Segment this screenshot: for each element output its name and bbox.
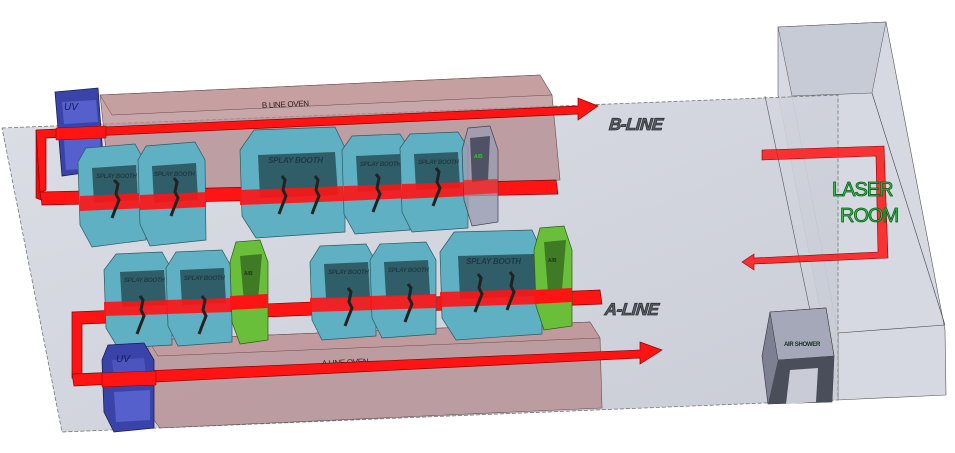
laser-room-label-line2: ROOM bbox=[840, 205, 899, 227]
laser-room-conveyor bbox=[741, 145, 889, 271]
a-line-air-blow-2: A/B bbox=[533, 225, 573, 331]
a-booth-1: SPLAY BOOTH bbox=[103, 251, 173, 349]
laser-room-top bbox=[777, 21, 887, 97]
b-line-oven-label: B LINE OVEN bbox=[262, 99, 310, 110]
a-line-uv: UV bbox=[101, 342, 157, 433]
laser-room-arrow bbox=[741, 145, 889, 271]
b-booth-4-label: SPLAY BOOTH bbox=[360, 162, 401, 168]
robot-arm-icon bbox=[473, 273, 484, 313]
b-line-label: B-LINE bbox=[608, 115, 664, 134]
b-line-air-blow: A/B bbox=[461, 125, 499, 227]
air-shower: AIR SHOWER bbox=[761, 307, 835, 405]
robot-arm-icon bbox=[371, 173, 382, 213]
a-line-air-blow-1-label: A/B bbox=[244, 271, 253, 277]
robot-arm-icon bbox=[197, 295, 208, 335]
a-line-air-blow-2-label: A/B bbox=[548, 258, 557, 264]
a-line-return-arrow bbox=[71, 341, 663, 387]
a-booth-3-label: SPLAY BOOTH bbox=[328, 270, 369, 276]
b-booth-2-label: SPLAY BOOTH bbox=[154, 172, 195, 178]
b-booth-1: SPLAY BOOTH bbox=[77, 143, 147, 248]
a-booth-4-label: SPLAY BOOTH bbox=[388, 268, 429, 274]
a-booth-3: SPLAY BOOTH bbox=[309, 243, 377, 341]
b-booth-2: SPLAY BOOTH bbox=[137, 141, 207, 247]
b-booth-1-label: SPLAY BOOTH bbox=[96, 174, 137, 180]
robot-arm-icon bbox=[431, 167, 442, 207]
laser-room-label-line1: LASER bbox=[832, 179, 893, 201]
robot-arm-icon bbox=[403, 283, 414, 323]
a-booth-2-label: SPLAY BOOTH bbox=[184, 276, 225, 282]
laser-room-wall-edge bbox=[764, 95, 813, 321]
a-line-label: A-LINE bbox=[603, 300, 660, 319]
robot-arm-icon bbox=[110, 178, 121, 219]
a-booth-4: SPLAY BOOTH bbox=[369, 241, 437, 339]
b-booth-5-label: SPLAY BOOTH bbox=[418, 160, 459, 166]
b-booth-3-label: SPLAY BOOTH bbox=[268, 156, 323, 165]
b-line-air-blow-label: A/B bbox=[474, 154, 483, 160]
b-booth-3: SPLAY BOOTH bbox=[239, 126, 346, 239]
air-shower-label: AIR SHOWER bbox=[784, 342, 821, 348]
robot-arm-icon bbox=[169, 177, 180, 217]
robot-arm-icon bbox=[343, 287, 354, 327]
b-line-return-arrow bbox=[35, 97, 599, 194]
a-booth-5: SPLAY BOOTH bbox=[439, 229, 543, 341]
a-booth-1-label: SPLAY BOOTH bbox=[124, 278, 165, 284]
b-booth-4: SPLAY BOOTH bbox=[341, 133, 411, 235]
a-booth-5-label: SPLAY BOOTH bbox=[466, 257, 521, 266]
b-line-booths: SPLAY BOOTH SPLAY BOOTH SPLAY BOOTH SPLA… bbox=[77, 125, 499, 248]
robot-arm-icon bbox=[277, 175, 288, 215]
a-booth-2: SPLAY BOOTH bbox=[165, 249, 233, 347]
robot-arm-icon bbox=[135, 295, 146, 335]
b-line-uv-label: UV bbox=[64, 102, 79, 113]
a-line-air-blow-1: A/B bbox=[229, 239, 269, 345]
b-booth-5: SPLAY BOOTH bbox=[399, 131, 469, 233]
a-line-uv-label: UV bbox=[116, 354, 131, 365]
robot-arm-icon bbox=[505, 271, 516, 311]
robot-arm-icon bbox=[310, 175, 321, 215]
a-line-booths: SPLAY BOOTH SPLAY BOOTH A/B SPLAY BOOTH bbox=[103, 225, 573, 349]
